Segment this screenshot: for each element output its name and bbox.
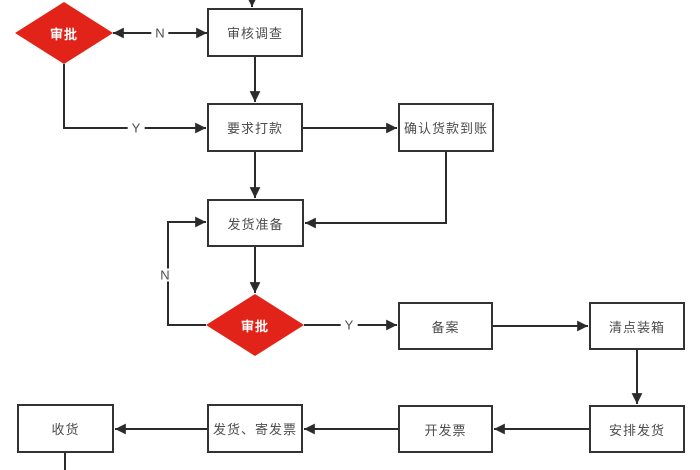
node-arrange-shipment: 安排发货 [589, 405, 685, 453]
decision-approval-2-label: 审批 [206, 294, 304, 356]
node-label: 确认货款到账 [403, 121, 488, 136]
node-request-payment: 要求打款 [207, 103, 303, 152]
edge-label-approval2-no: N [156, 268, 174, 282]
node-label: 发货准备 [227, 216, 284, 232]
node-label: 安排发货 [608, 422, 665, 438]
node-confirm-payment-received: 确认货款到账 [398, 103, 494, 152]
edge-label-approval2-yes: Y [340, 318, 358, 332]
node-count-and-pack: 清点装箱 [589, 302, 685, 350]
decision-approval-1-label: 审批 [15, 2, 113, 64]
node-label: 发货、寄发票 [212, 422, 297, 437]
node-review-investigation: 审核调查 [207, 8, 303, 57]
edge-label-approval1-no: N [151, 26, 169, 40]
node-label: 收货 [51, 422, 80, 437]
decision-label-text: 审批 [240, 318, 269, 334]
node-receive-goods: 收货 [17, 404, 114, 453]
node-label: 备案 [431, 319, 460, 335]
node-label: 审核调查 [226, 26, 283, 41]
decision-approval-2-shape [206, 294, 304, 356]
edge-confirmpayment-to-shipprep [305, 152, 447, 229]
node-shipping-preparation: 发货准备 [207, 199, 304, 247]
decision-label-text: 审批 [49, 26, 78, 42]
edge-approval1-yes-to-requestpayment [63, 64, 206, 134]
node-label: 清点装箱 [608, 319, 665, 335]
node-label: 要求打款 [226, 121, 283, 136]
decision-approval-1-shape [15, 2, 113, 64]
edge-label-approval1-yes: Y [127, 121, 145, 135]
node-issue-invoice: 开发票 [398, 405, 493, 453]
node-label: 开发票 [424, 422, 467, 438]
node-ship-and-mail-invoice: 发货、寄发票 [207, 404, 303, 453]
node-filing: 备案 [398, 302, 493, 350]
